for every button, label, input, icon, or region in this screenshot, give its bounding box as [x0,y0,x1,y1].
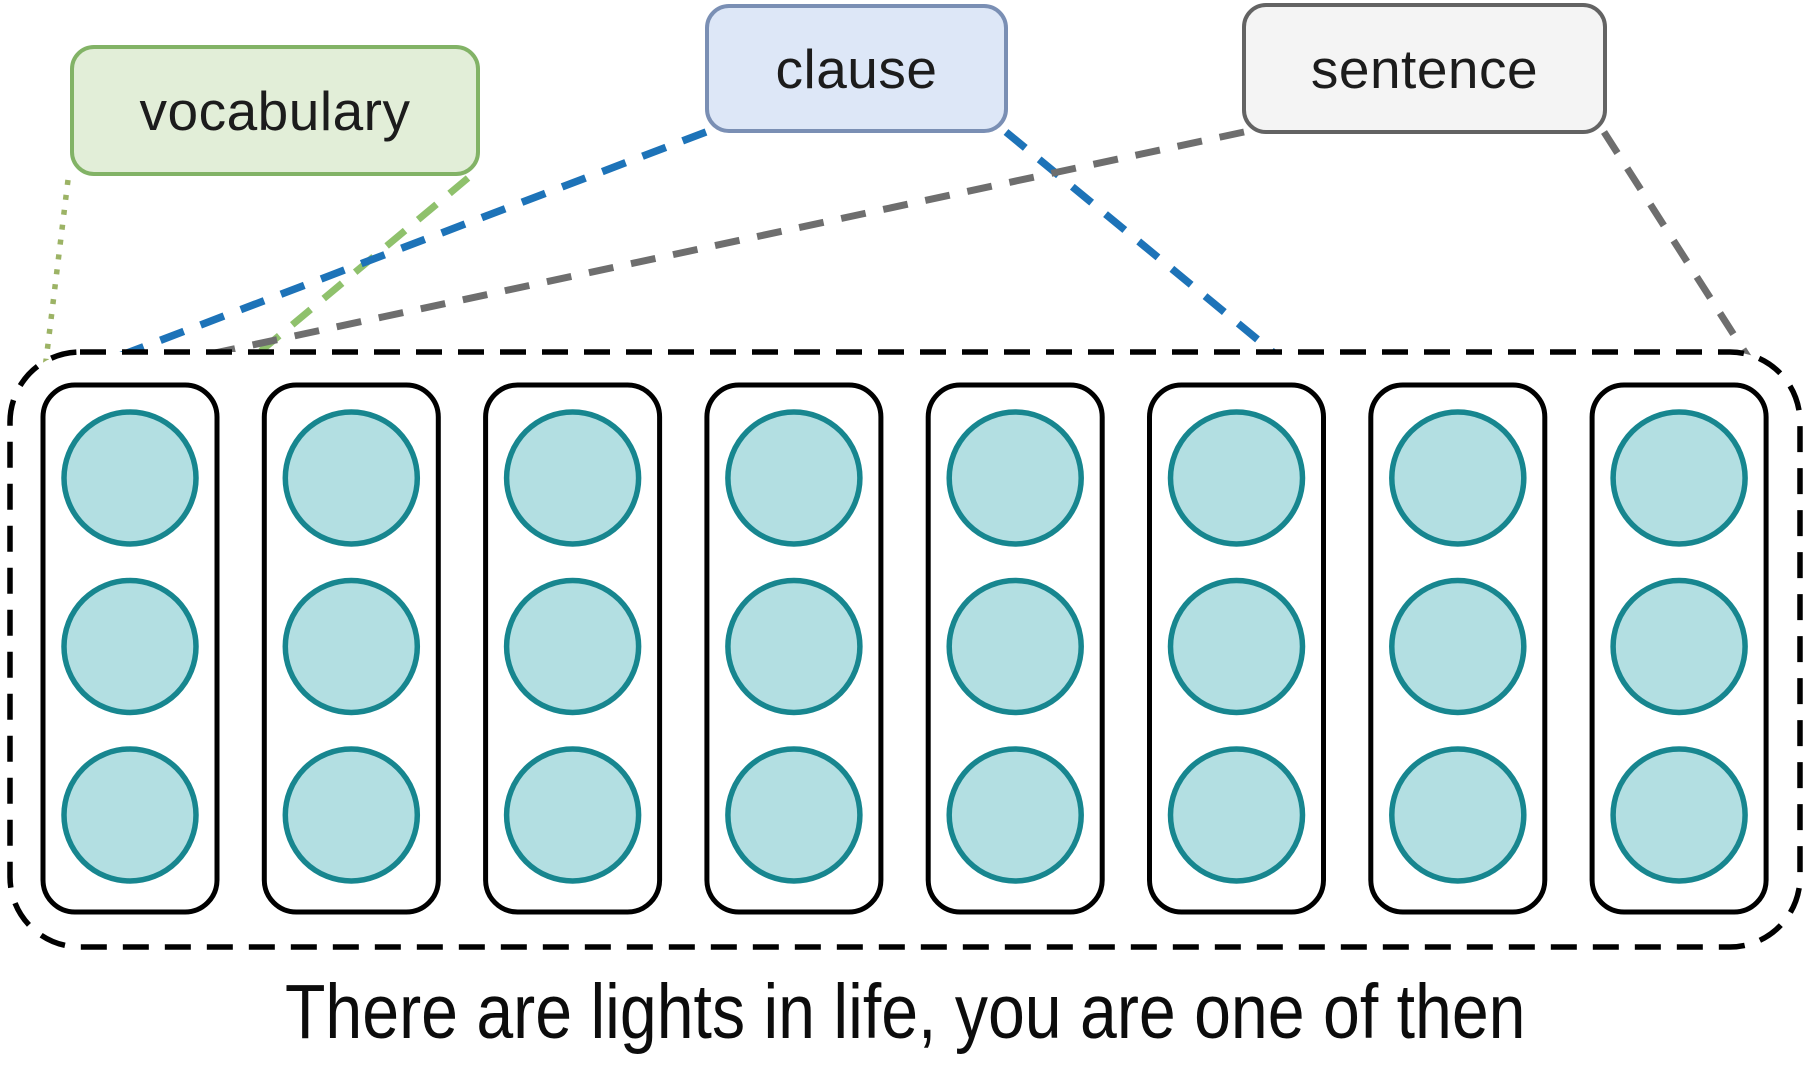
light-circle [725,746,863,884]
vocabulary-label-box: vocabulary [70,45,480,176]
word-columns-group [40,382,1769,915]
light-circle [1389,577,1527,716]
clause-label: clause [775,37,938,100]
light-circle [503,577,642,716]
clause-left-connector [44,128,708,388]
light-circle [282,409,421,547]
light-circle [725,409,863,547]
light-circle [61,746,199,884]
caption-text: There are lights in life, you are one of… [284,969,1526,1055]
vocabulary-dotted-connector [41,179,71,378]
light-circle [1610,746,1748,884]
light-circle [946,577,1084,716]
light-circle [1167,746,1306,884]
light-circle [1610,577,1748,716]
vocabulary-label: vocabulary [139,79,411,142]
light-circle [946,409,1084,547]
sentence-boundary-box [7,349,1803,950]
light-circle [1167,409,1306,547]
light-circle [61,577,199,716]
light-circle [282,746,421,884]
light-circle [1167,577,1306,716]
clause-label-box: clause [705,4,1008,133]
light-circle [61,409,199,547]
light-circle [282,577,421,716]
sentence-right-connector [1601,130,1753,362]
sentence-left-connector [51,128,1245,392]
sentence-label-box: sentence [1242,3,1607,134]
light-circle [1389,746,1527,884]
light-circle [725,577,863,716]
caption-sentence: There are lights in life, you are one of… [0,968,1810,1057]
vocabulary-dashed-connector [210,175,471,394]
light-circle [503,409,642,547]
light-circle [1389,409,1527,547]
sentence-label: sentence [1310,37,1539,100]
light-circle [1610,409,1748,547]
light-circle [946,746,1084,884]
light-circle [503,746,642,884]
